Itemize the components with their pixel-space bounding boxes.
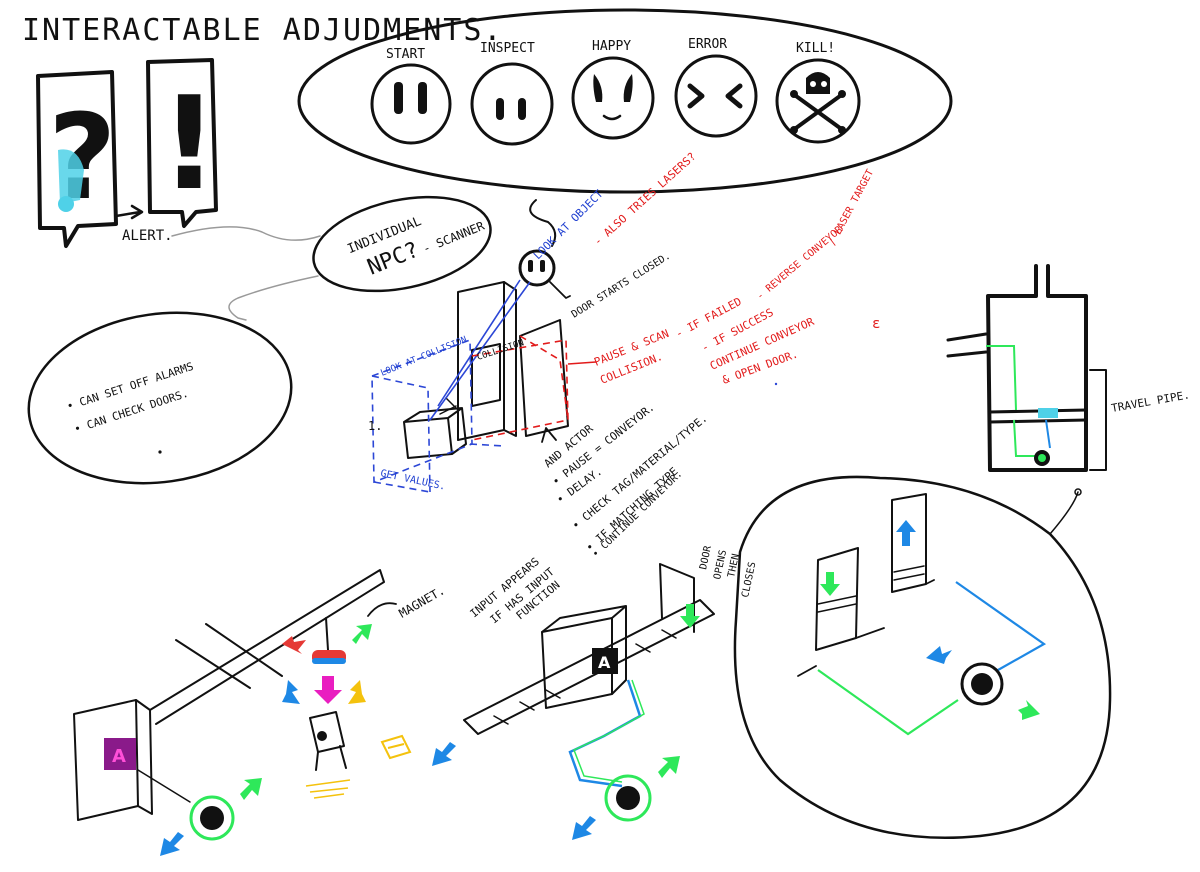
- emotion-start-label: START: [386, 47, 425, 62]
- page-title: INTERACTABLE ADJUDMENTS.: [22, 13, 503, 48]
- door-note-line-1: DOOR: [698, 544, 714, 571]
- door-note-line-3: THEN: [726, 553, 742, 579]
- look-at-object-note: LOOK AT OBJECT: [531, 187, 606, 262]
- laser-target-note: / LASER TARGET: [827, 168, 876, 248]
- emotion-happy: HAPPY: [571, 39, 655, 140]
- magnet-diagram: A: [73, 569, 412, 856]
- question-alert-bubble: ?: [36, 70, 118, 248]
- emotion-states-ellipse: [297, 8, 953, 194]
- input-conveyor-diagram: A: [432, 563, 715, 840]
- emotion-kill-label: KILL!: [796, 41, 835, 56]
- travel-pipe-label: TRAVEL PIPE.: [1110, 388, 1191, 415]
- magnet-input-glyph: A: [112, 746, 126, 767]
- emotion-inspect: INSPECT: [470, 41, 554, 146]
- abilities-bubble: [27, 311, 293, 485]
- continue-conveyor-black-note: • CONTINUE CONVEYOR.: [590, 469, 684, 561]
- emotion-start: START: [370, 47, 452, 145]
- red-doodle: ɛ: [872, 316, 880, 332]
- emotion-inspect-label: INSPECT: [480, 41, 535, 56]
- npc-thought-bubble: [312, 195, 492, 293]
- conveyor-input-glyph: A: [598, 653, 611, 672]
- npc-line-3: - SCANNER: [421, 218, 487, 256]
- scanner-npc-head: [518, 249, 556, 287]
- look-at-collision-note: LOOK AT COLLISION: [379, 335, 468, 379]
- door-note-line-4: CLOSES: [740, 561, 758, 599]
- emotion-kill: KILL!: [775, 41, 861, 144]
- magnet-input-panel: [104, 738, 136, 770]
- travel-pipe-diagram: [946, 264, 1107, 472]
- skull-crossbones-icon: [806, 72, 830, 94]
- alert-label: ALERT.: [122, 228, 173, 244]
- conveyor-input-panel: [592, 648, 618, 674]
- emotion-error-label: ERROR: [688, 37, 727, 52]
- door-starts-closed-note: DOOR STARTS CLOSED.: [570, 251, 673, 321]
- door-room-circle: [733, 475, 1112, 840]
- emotion-error: ERROR: [674, 37, 758, 138]
- step-number-one: 1.: [368, 419, 382, 433]
- also-tries-lasers-note: - ALSO TRIES LASERS?: [591, 150, 698, 248]
- emotion-happy-label: HAPPY: [592, 39, 631, 54]
- magnet-label: MAGNET.: [397, 583, 448, 620]
- door-room-diagram: [797, 493, 1047, 736]
- exclaim-glyph: !: [160, 70, 218, 219]
- exclaim-alert-bubble: !: [146, 58, 218, 228]
